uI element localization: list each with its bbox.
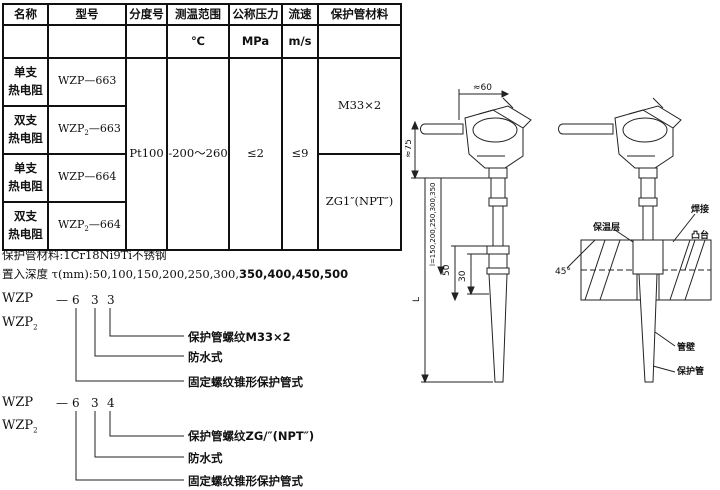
unit-pressure: MPa: [228, 24, 283, 59]
header-temp-range: 测温范围: [166, 3, 230, 26]
unit-temp: ℃: [166, 24, 230, 59]
code1-desc-waterproof: 防水式: [188, 350, 223, 364]
code1-digit-1: 6: [72, 293, 80, 307]
table-row: 双支热电阻 WZP2—663: [2, 105, 401, 155]
unit-name: [2, 24, 49, 59]
thermometer-drawing: ≈60 ≈75 l=150,200,250,300,350 L 50 30 45…: [405, 83, 712, 384]
angle-label: 45°: [555, 267, 571, 277]
weld-label: 焊接: [691, 203, 709, 215]
material-cell-663: M33×2: [317, 57, 402, 155]
table-unit-row: ℃ MPa m/s: [2, 24, 402, 59]
code1-digit-2: 3: [91, 293, 99, 307]
code2-digit-1: 6: [72, 396, 80, 410]
row-model: WZP2—664: [47, 201, 127, 251]
graduation-cell: Pt100: [125, 57, 168, 251]
unit-model: [47, 24, 127, 59]
table-row: 双支热电阻 WZP2—664: [2, 201, 401, 251]
code2-desc-thread: 保护管螺纹ZG/″(NPT″): [188, 429, 315, 443]
header-flow-speed: 流速: [281, 3, 319, 26]
header-pressure: 公称压力: [228, 3, 283, 26]
pressure-cell: ≤2: [228, 57, 283, 251]
dim-50-label: 50: [442, 264, 452, 276]
temp-range-cell: -200～260: [166, 57, 230, 251]
code1-digit-3: 3: [107, 293, 115, 307]
dim-l-label: l=150,200,250,300,350: [429, 182, 437, 266]
code2-digit-2: 3: [91, 396, 99, 410]
row-model: WZP2—663: [47, 105, 127, 155]
depth-note: 置入深度 τ(mm):50,100,150,200,250,300,350,40…: [2, 267, 349, 281]
dim-30-label: 30: [458, 270, 468, 282]
row-model: WZP—663: [47, 57, 127, 107]
code1-dash: —: [56, 293, 68, 307]
row-name: 双支热电阻: [2, 201, 49, 251]
row-name: 单支热电阻: [2, 57, 49, 107]
code2-desc-waterproof: 防水式: [188, 451, 223, 465]
row-name: 单支热电阻: [2, 153, 49, 203]
table-row: 单支热电阻 WZP—664 ZG1″(NPT″): [2, 153, 402, 251]
spec-table: 名称 型号 分度号 测温范围 公称压力 流速 保护管材料 ℃ MPa m/s 单…: [2, 3, 402, 251]
material-cell-664: ZG1″(NPT″): [317, 153, 402, 251]
unit-material: [317, 24, 402, 59]
unit-graduation: [125, 24, 168, 59]
dim-60-label: ≈60: [473, 83, 492, 93]
insulation-label: 保温层: [592, 221, 620, 233]
code1-desc-thread: 保护管螺纹M33×2: [188, 330, 291, 344]
code2-desc-type: 固定螺纹锥形保护管式: [188, 474, 303, 488]
code1-desc-type: 固定螺纹锥形保护管式: [188, 375, 303, 389]
code2-model: WZP: [2, 395, 34, 410]
unit-flow: m/s: [281, 24, 319, 59]
boss-label: 凸台: [691, 229, 709, 241]
dim-75-label: ≈75: [405, 139, 414, 158]
code1-model2: WZP2: [2, 315, 38, 332]
flow-speed-cell: ≤9: [281, 57, 319, 251]
code1-model: WZP: [2, 291, 34, 306]
code2-digit-3: 4: [107, 396, 115, 410]
pipe-wall-label: 管壁: [677, 341, 695, 353]
table-row: 单支热电阻 WZP—663 Pt100 -200～260 ≤2 ≤9 M33×2: [2, 57, 402, 251]
code2-dash: —: [56, 396, 68, 410]
dim-L-label: L: [412, 297, 422, 302]
header-material: 保护管材料: [317, 3, 402, 26]
row-model: WZP—664: [47, 153, 127, 203]
material-note: 保护管材料:1Cr18Ni9Ti不锈钢: [2, 248, 167, 262]
protect-tube-label: 保护管: [676, 365, 704, 377]
code-bracket-lines: [75, 308, 184, 481]
row-name: 双支热电阻: [2, 105, 49, 155]
code2-model2: WZP2: [2, 418, 38, 435]
table-header-row: 名称 型号 分度号 测温范围 公称压力 流速 保护管材料: [2, 3, 402, 26]
header-name: 名称: [2, 3, 49, 26]
header-graduation: 分度号: [125, 3, 168, 26]
header-model: 型号: [47, 3, 127, 26]
